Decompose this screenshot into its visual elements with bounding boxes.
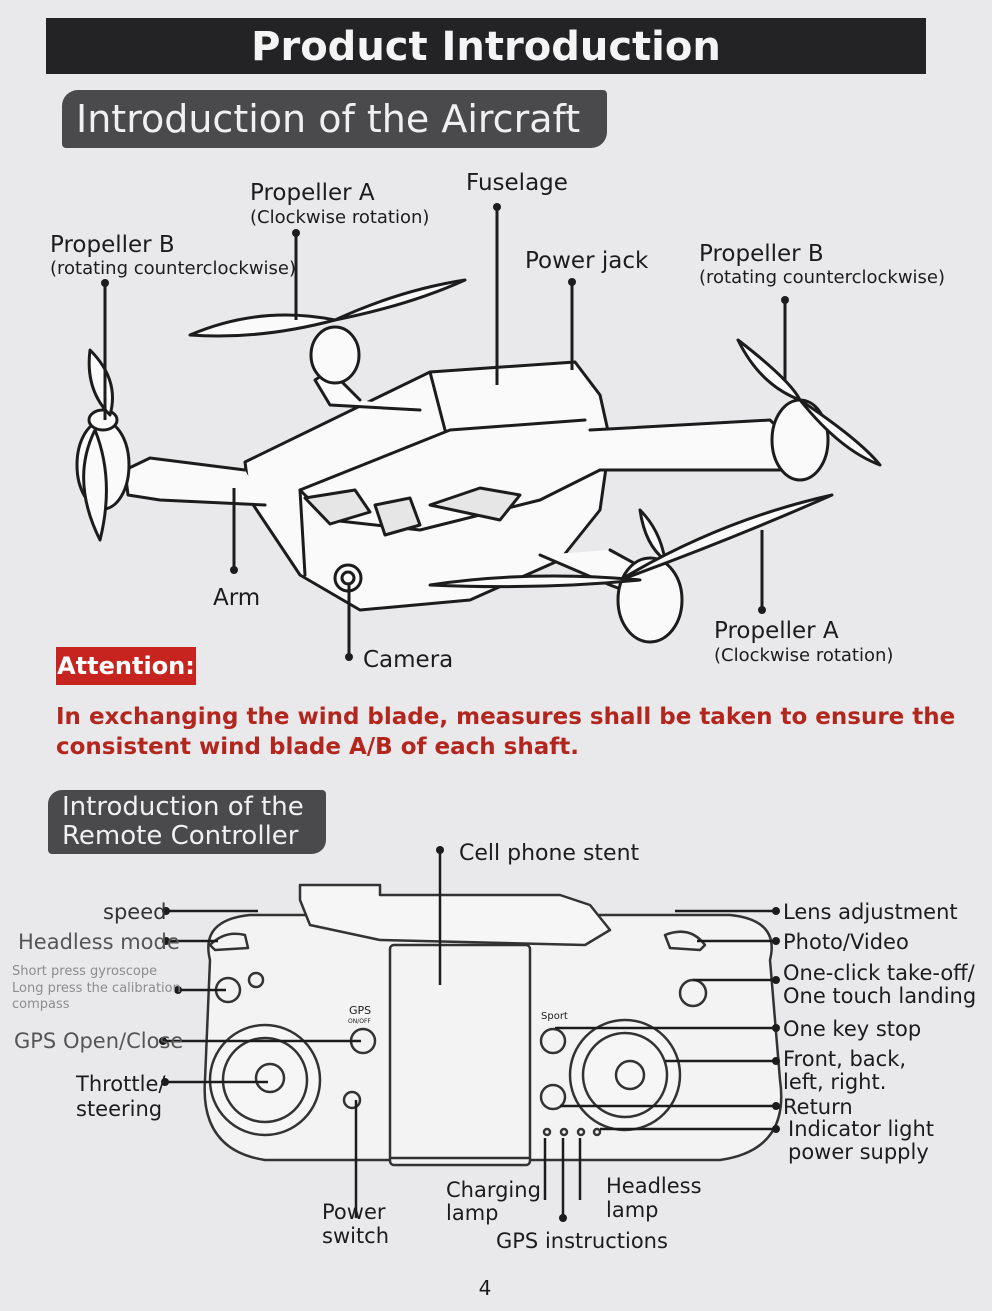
device-label-gps-sub: ON/OFF: [348, 1018, 371, 1025]
label-propeller-a-top-sub: (Clockwise rotation): [250, 207, 430, 228]
label-gps-instructions: GPS instructions: [496, 1229, 668, 1253]
label-indicator-line1: Indicator light: [788, 1117, 935, 1141]
label-return: Return: [783, 1095, 853, 1119]
label-throttle-line2: steering: [76, 1097, 163, 1121]
label-cell-phone-stent: Cell phone stent: [459, 841, 640, 866]
label-propeller-a-bottom: Propeller A: [714, 618, 839, 644]
label-charging-lamp-line2: lamp: [446, 1201, 499, 1225]
section-title-controller-line2: Remote Controller: [62, 821, 299, 851]
page-number: 4: [478, 1276, 492, 1300]
label-propeller-b-left: Propeller B: [50, 232, 175, 258]
device-label-gps: GPS: [349, 1004, 372, 1017]
label-headless-lamp-line1: Headless: [606, 1174, 702, 1198]
label-power-jack: Power jack: [525, 248, 649, 274]
label-charging-lamp-line1: Charging: [446, 1178, 541, 1202]
label-gyro-line2: Long press the calibration: [12, 981, 181, 996]
label-one-key-stop: One key stop: [783, 1017, 922, 1041]
attention-text: In exchanging the wind blade, measures s…: [56, 704, 956, 760]
label-arm: Arm: [213, 585, 261, 611]
label-lens-adjustment: Lens adjustment: [783, 900, 958, 924]
label-headless-mode: Headless mode: [18, 930, 180, 954]
label-takeoff-line2: One touch landing: [783, 984, 977, 1008]
section-title-aircraft: Introduction of the Aircraft: [62, 90, 607, 148]
label-propeller-b-right-sub: (rotating counterclockwise): [699, 267, 946, 288]
label-gyro-line3: compass: [12, 997, 70, 1012]
label-takeoff-line1: One-click take-off/: [783, 961, 975, 985]
label-camera: Camera: [363, 647, 454, 673]
label-propeller-a-top: Propeller A: [250, 180, 375, 206]
label-propeller-b-right: Propeller B: [699, 241, 824, 267]
label-gps-open-close: GPS Open/Close: [14, 1029, 184, 1053]
label-headless-lamp-line2: lamp: [606, 1198, 659, 1222]
label-propeller-a-bottom-sub: (Clockwise rotation): [714, 645, 894, 666]
page-title: Product Introduction: [46, 18, 926, 74]
label-propeller-b-left-sub: (rotating counterclockwise): [50, 258, 297, 279]
label-power-switch-line1: Power: [322, 1200, 386, 1224]
label-power-switch-line2: switch: [322, 1224, 390, 1248]
section-title-controller-line1: Introduction of the: [62, 792, 304, 822]
label-direction-line2: left, right.: [783, 1070, 887, 1094]
label-indicator-line2: power supply: [788, 1140, 929, 1164]
label-speed: speed: [103, 900, 167, 924]
label-gyro-line1: Short press gyroscope: [12, 964, 158, 979]
attention-badge: Attention:: [56, 647, 196, 685]
section-title-controller: Introduction of the Remote Controller: [48, 790, 326, 854]
label-photo-video: Photo/Video: [783, 930, 909, 954]
label-direction-line1: Front, back,: [783, 1047, 907, 1071]
label-throttle-line1: Throttle/: [76, 1072, 166, 1096]
label-fuselage: Fuselage: [466, 170, 568, 196]
device-label-sport: Sport: [541, 1011, 568, 1022]
